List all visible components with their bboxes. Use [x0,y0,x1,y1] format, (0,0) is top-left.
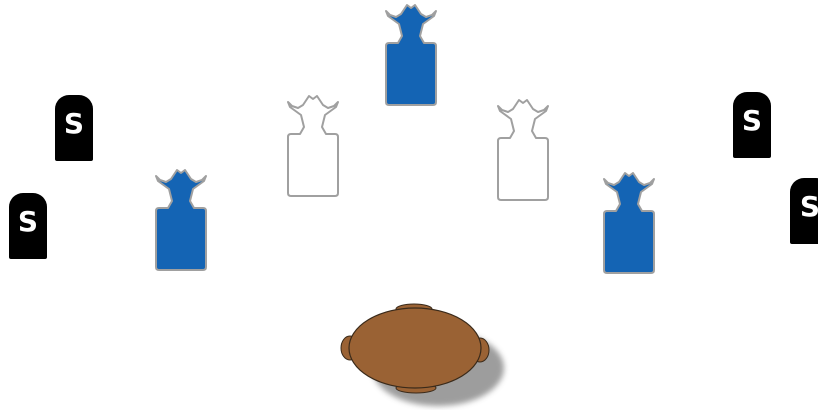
steel-plate-label: S [800,190,818,223]
steel-plate-label: S [64,107,84,140]
steel-plate-left-lower: S [9,193,47,259]
barrel [338,300,510,410]
shoot-target-right [592,170,666,274]
steel-plate-right-lower: S [790,178,818,244]
shoot-target-icon [592,170,666,274]
shoot-target-top-center [374,2,448,106]
barrel-top-view-icon [338,300,510,410]
steel-plate-label: S [18,205,38,238]
noshoot-target-left [276,93,350,197]
shoot-target-icon [144,167,218,271]
noshoot-target-icon [486,97,560,201]
noshoot-target-right [486,97,560,201]
shoot-target-left [144,167,218,271]
noshoot-target-icon [276,93,350,197]
steel-plate-label: S [742,104,762,137]
steel-plate-right-upper: S [733,92,771,158]
shoot-target-icon [374,2,448,106]
steel-plate-left-upper: S [55,95,93,161]
